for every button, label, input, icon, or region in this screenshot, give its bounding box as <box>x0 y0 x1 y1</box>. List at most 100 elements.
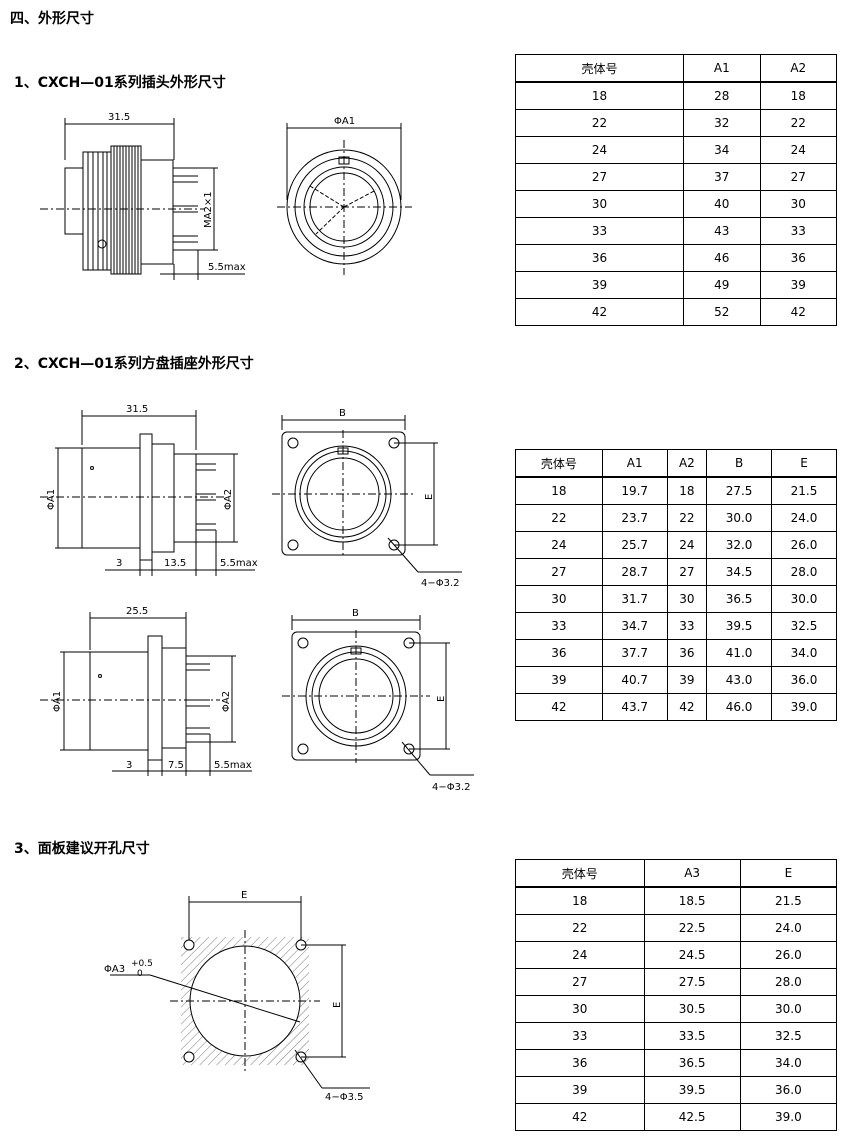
socket-holes-label: 4−Φ3.2 <box>421 578 460 589</box>
table-cell: 24 <box>514 136 685 164</box>
table-cell: 24 <box>666 531 708 559</box>
table-cell: 18 <box>759 81 838 110</box>
table-header-cell: B <box>706 449 773 478</box>
table-cell: 34.5 <box>706 558 773 586</box>
table-cell: 22.5 <box>643 914 741 942</box>
table-cell: 39 <box>514 271 685 299</box>
socket-front-view <box>272 415 462 573</box>
table-cell: 28.0 <box>739 968 838 996</box>
plug-side-view <box>40 118 245 280</box>
socket-b-label: B <box>339 408 346 419</box>
table-header-row: 壳体号 A1 A2 B E <box>515 449 837 478</box>
table-cell: 39.0 <box>739 1103 838 1131</box>
cutout-tol-dn-label: 0 <box>137 969 143 979</box>
table-cell: 40 <box>683 190 761 218</box>
panel-cutout-view <box>110 896 370 1089</box>
table-cell: 39.5 <box>706 612 773 640</box>
table-cell: 26.0 <box>739 941 838 969</box>
short-socket-3-label: 3 <box>126 760 132 771</box>
table-cell: 24.0 <box>739 914 838 942</box>
table-cell: 36 <box>515 639 603 667</box>
table-cell: 46.0 <box>706 693 773 721</box>
table-cell: 36 <box>515 1049 645 1077</box>
table-header-row: 壳体号 A1 A2 <box>514 54 838 83</box>
table-header-cell: A2 <box>666 449 708 478</box>
table-cell: 26.0 <box>771 531 837 559</box>
table-cell: 24.5 <box>643 941 741 969</box>
cutout-e-side-label: E <box>332 1002 343 1008</box>
table-header-cell: 壳体号 <box>515 859 645 888</box>
table-cell: 30.0 <box>771 585 837 613</box>
table-cell: 30.0 <box>706 504 773 532</box>
table-cell: 23.7 <box>601 504 668 532</box>
table-cell: 27 <box>515 968 645 996</box>
table-cell: 27 <box>515 558 603 586</box>
table-cell: 18 <box>514 81 685 110</box>
table-cell: 42.5 <box>643 1103 741 1131</box>
table-cell: 27.5 <box>643 968 741 996</box>
table-header-row: 壳体号 A3 E <box>515 859 838 888</box>
table-cell: 30 <box>515 995 645 1023</box>
table-header-cell: A1 <box>683 54 761 83</box>
table-header-cell: 壳体号 <box>514 54 685 83</box>
table-cell: 43.0 <box>706 666 773 694</box>
socket-section-title: 2、CXCH—01系列方盘插座外形尺寸 <box>14 356 254 372</box>
table-cell: 33 <box>515 612 603 640</box>
table-cell: 36 <box>759 244 838 272</box>
table-cell: 30 <box>515 585 603 613</box>
table-header-cell: E <box>739 859 838 888</box>
table-cell: 43 <box>683 217 761 245</box>
table-cell: 22 <box>759 109 838 137</box>
table-cell: 22 <box>515 914 645 942</box>
short-socket-side-view <box>40 612 252 776</box>
table-cell: 42 <box>515 1103 645 1131</box>
table-cell: 24 <box>515 531 603 559</box>
socket-a2-label: ΦA2 <box>223 489 234 510</box>
plug-thread-label: MA2×1 <box>203 191 214 228</box>
table-cell: 27 <box>666 558 708 586</box>
table-cell: 22 <box>666 504 708 532</box>
table-cell: 30.0 <box>739 995 838 1023</box>
table-cell: 42 <box>759 298 838 326</box>
panel-cutout-section-title: 3、面板建议开孔尺寸 <box>14 841 150 857</box>
table-cell: 22 <box>514 109 685 137</box>
cutout-holes-label: 4−Φ3.5 <box>325 1092 364 1103</box>
plug-section-title: 1、CXCH—01系列插头外形尺寸 <box>14 75 226 91</box>
table-cell: 36 <box>514 244 685 272</box>
plug-length-label: 31.5 <box>108 112 130 123</box>
short-socket-holes-label: 4−Φ3.2 <box>432 782 471 793</box>
table-cell: 33 <box>759 217 838 245</box>
cutout-e-top-label: E <box>241 890 247 901</box>
short-socket-e-label: E <box>436 696 447 702</box>
socket-a1-label: ΦA1 <box>46 489 57 510</box>
table-cell: 39.5 <box>643 1076 741 1104</box>
section-title: 四、外形尺寸 <box>10 11 94 27</box>
socket-3-label: 3 <box>116 558 122 569</box>
table-cell: 36.0 <box>771 666 837 694</box>
table-header-cell: A3 <box>643 859 741 888</box>
table-cell: 33 <box>666 612 708 640</box>
table-cell: 33.5 <box>643 1022 741 1050</box>
table-cell: 33 <box>515 1022 645 1050</box>
table-cell: 39 <box>515 1076 645 1104</box>
table-cell: 34.7 <box>601 612 668 640</box>
table-cell: 36.0 <box>739 1076 838 1104</box>
table-cell: 21.5 <box>771 476 837 505</box>
